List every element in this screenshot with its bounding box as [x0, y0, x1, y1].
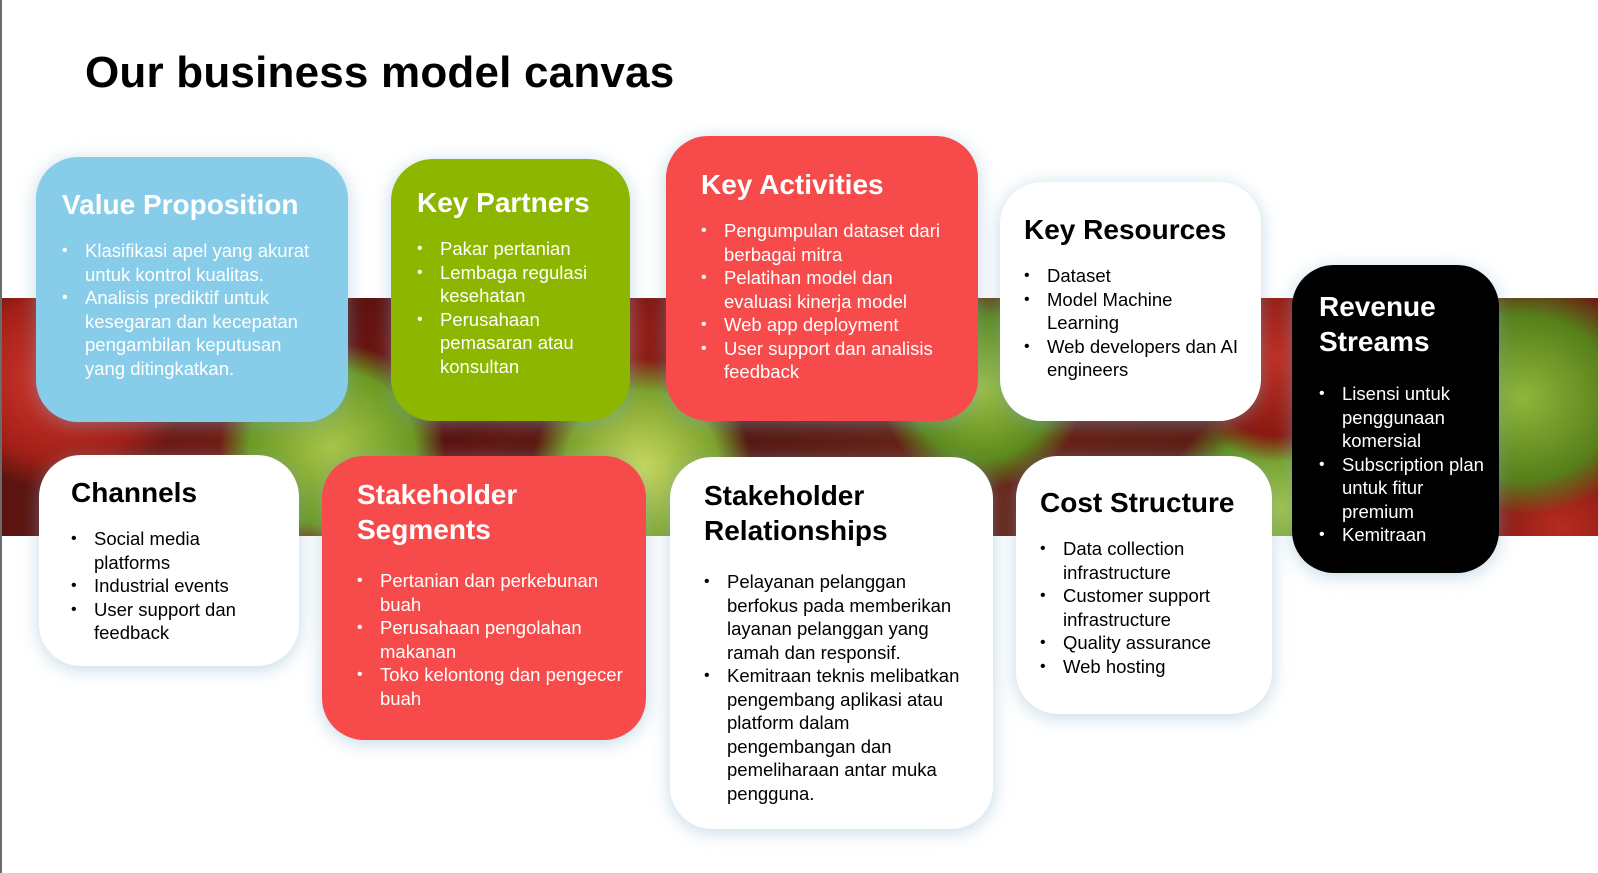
card-title-line: Stakeholder	[357, 479, 518, 510]
list-item: Subscription plan untuk fitur premium	[1319, 453, 1485, 524]
cost-structure-card: Cost Structure Data collection infrastru…	[1016, 456, 1272, 714]
revenue-streams-card: Revenue Streams Lisensi untuk penggunaan…	[1292, 265, 1499, 573]
card-title: Key Activities	[701, 169, 884, 200]
list-item: Customer support infrastructure	[1040, 584, 1250, 631]
card-title: Channels	[71, 477, 198, 508]
card-list: Pertanian dan perkebunan buah Perusahaan…	[357, 569, 624, 710]
list-item: Web app deployment	[701, 313, 956, 337]
card-title: Stakeholder Segments	[357, 477, 624, 547]
card-title: Key Partners	[417, 187, 590, 218]
list-item: Perusahaan pemasaran atau konsultan	[417, 308, 608, 379]
channels-card: Channels Social media platforms Industri…	[39, 455, 299, 666]
card-list: Klasifikasi apel yang akurat untuk kontr…	[62, 239, 326, 380]
list-item: Quality assurance	[1040, 631, 1250, 655]
list-item: Pelatihan model dan evaluasi kinerja mod…	[701, 266, 956, 313]
card-list: Lisensi untuk penggunaan komersial Subsc…	[1319, 382, 1485, 547]
card-title-line: Stakeholder	[704, 480, 865, 511]
value-proposition-card: Value Proposition Klasifikasi apel yang …	[36, 157, 348, 422]
list-item: Pakar pertanian	[417, 237, 608, 261]
stakeholder-relationships-card: Stakeholder Relationships Pelayanan pela…	[670, 457, 993, 829]
list-item: Analisis prediktif untuk kesegaran dan k…	[62, 286, 326, 380]
key-activities-card: Key Activities Pengumpulan dataset dari …	[666, 136, 978, 421]
page-title: Our business model canvas	[85, 48, 675, 97]
list-item: User support dan feedback	[71, 598, 277, 645]
list-item: Model Machine Learning	[1024, 288, 1239, 335]
list-item: Pertanian dan perkebunan buah	[357, 569, 624, 616]
list-item: Data collection infrastructure	[1040, 537, 1250, 584]
card-title-line: Revenue	[1319, 291, 1436, 322]
card-title: Cost Structure	[1040, 487, 1235, 518]
card-title: Value Proposition	[62, 189, 299, 220]
list-item: Kemitraan teknis melibatkan pengembang a…	[704, 664, 971, 805]
card-list: Pengumpulan dataset dari berbagai mitra …	[701, 219, 956, 384]
card-title-line: Segments	[357, 514, 491, 545]
card-title-line: Streams	[1319, 326, 1430, 357]
list-item: Social media platforms	[71, 527, 277, 574]
list-item: Pelayanan pelanggan berfokus pada member…	[704, 570, 971, 664]
list-item: Lisensi untuk penggunaan komersial	[1319, 382, 1485, 453]
list-item: Perusahaan pengolahan makanan	[357, 616, 624, 663]
card-list: Pakar pertanian Lembaga regulasi kesehat…	[417, 237, 608, 378]
card-title-line: Relationships	[704, 515, 888, 546]
list-item: Web hosting	[1040, 655, 1250, 679]
card-list: Data collection infrastructure Customer …	[1040, 537, 1250, 678]
card-list: Pelayanan pelanggan berfokus pada member…	[704, 570, 971, 805]
list-item: Web developers dan AI engineers	[1024, 335, 1239, 382]
stakeholder-segments-card: Stakeholder Segments Pertanian dan perke…	[322, 456, 646, 740]
card-title: Stakeholder Relationships	[704, 478, 971, 548]
key-resources-card: Key Resources Dataset Model Machine Lear…	[1000, 182, 1261, 421]
card-list: Social media platforms Industrial events…	[71, 527, 277, 645]
key-partners-card: Key Partners Pakar pertanian Lembaga reg…	[391, 159, 630, 421]
list-item: Industrial events	[71, 574, 277, 598]
list-item: Kemitraan	[1319, 523, 1485, 547]
list-item: Dataset	[1024, 264, 1239, 288]
card-list: Dataset Model Machine Learning Web devel…	[1024, 264, 1239, 382]
list-item: Lembaga regulasi kesehatan	[417, 261, 608, 308]
list-item: User support dan analisis feedback	[701, 337, 956, 384]
card-title: Key Resources	[1024, 214, 1227, 245]
list-item: Toko kelontong dan pengecer buah	[357, 663, 624, 710]
card-title: Revenue Streams	[1319, 289, 1485, 359]
left-edge-rule	[0, 0, 2, 873]
list-item: Klasifikasi apel yang akurat untuk kontr…	[62, 239, 326, 286]
list-item: Pengumpulan dataset dari berbagai mitra	[701, 219, 956, 266]
